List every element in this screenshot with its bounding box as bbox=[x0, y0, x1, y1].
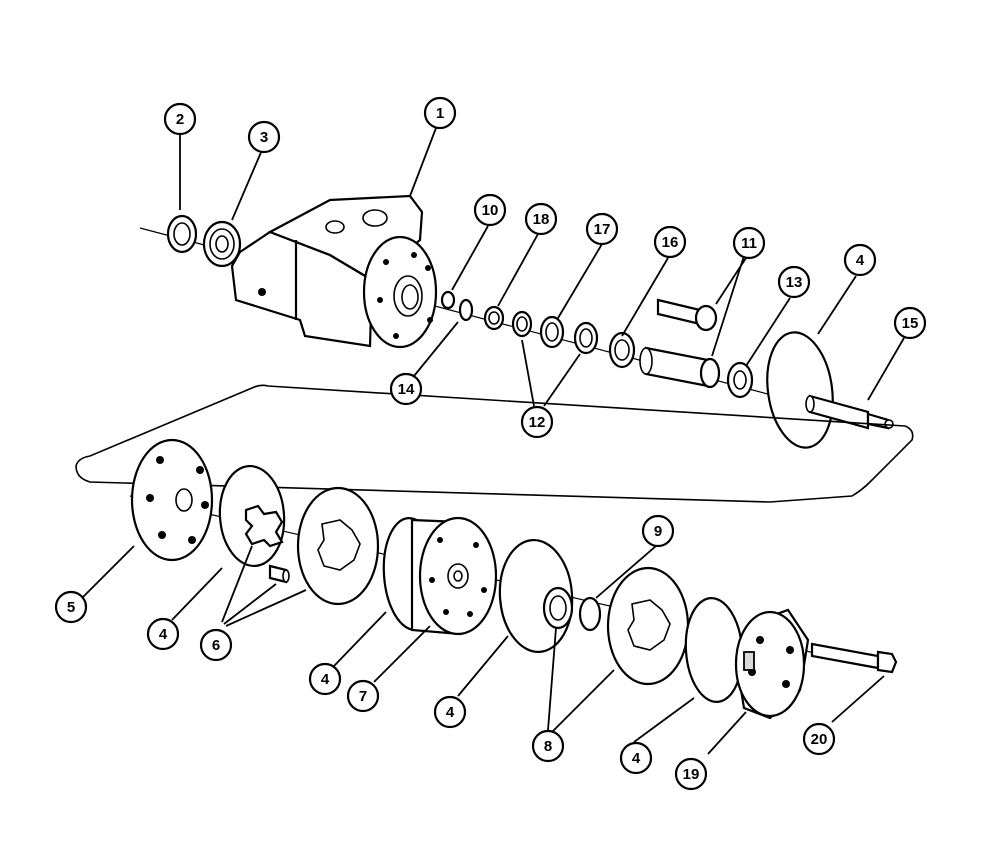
callout-4-center: 4 bbox=[433, 695, 467, 729]
callout-8: 8 bbox=[531, 729, 565, 763]
callout-18-label: 18 bbox=[533, 211, 550, 228]
callout-9-label: 9 bbox=[654, 523, 662, 540]
callout-13: 13 bbox=[777, 265, 811, 299]
callout-17-label: 17 bbox=[594, 221, 611, 238]
callout-16: 16 bbox=[653, 225, 687, 259]
valve-7 bbox=[410, 516, 498, 636]
bearing-3 bbox=[202, 220, 242, 268]
leader-lines bbox=[81, 127, 905, 755]
spacer-8 bbox=[542, 586, 574, 630]
ring-10 bbox=[440, 290, 456, 310]
callout-17: 17 bbox=[585, 212, 619, 246]
callout-20: 20 bbox=[802, 722, 836, 756]
callout-12: 12 bbox=[520, 405, 554, 439]
spacer-11 bbox=[639, 346, 721, 389]
washer-18 bbox=[483, 305, 505, 331]
callout-4-middle-label: 4 bbox=[321, 671, 330, 688]
callout-10-label: 10 bbox=[482, 202, 499, 219]
callout-14: 14 bbox=[389, 372, 423, 406]
pin-6 bbox=[268, 564, 290, 584]
callout-4-upper-label: 4 bbox=[856, 252, 865, 269]
callout-11: 11 bbox=[732, 226, 766, 260]
callout-10: 10 bbox=[473, 193, 507, 227]
wear-plate-5 bbox=[130, 438, 214, 562]
callout-4-middle: 4 bbox=[308, 662, 342, 696]
bearing-16 bbox=[608, 331, 636, 369]
callout-20-label: 20 bbox=[811, 731, 828, 748]
callout-11-label: 11 bbox=[741, 235, 757, 252]
assembly-boundary bbox=[75, 384, 914, 503]
callout-4-right-label: 4 bbox=[632, 750, 641, 767]
rotor-8 bbox=[606, 566, 690, 686]
callout-8-label: 8 bbox=[544, 738, 552, 755]
washer-12-right bbox=[573, 321, 599, 355]
drive-gear-6 bbox=[244, 504, 284, 548]
callout-9: 9 bbox=[641, 514, 675, 548]
thrust-bearing-17 bbox=[539, 315, 565, 349]
o-ring-4-upper bbox=[766, 331, 834, 449]
callout-7-label: 7 bbox=[359, 688, 367, 705]
callout-19-label: 19 bbox=[683, 766, 700, 783]
callout-2: 2 bbox=[163, 102, 197, 136]
callout-4-upper: 4 bbox=[843, 243, 877, 277]
callout-4-right: 4 bbox=[619, 741, 653, 775]
callout-4-left-label: 4 bbox=[159, 626, 168, 643]
pin-11 bbox=[656, 298, 718, 332]
callout-4-center-label: 4 bbox=[446, 704, 455, 721]
callout-3-label: 3 bbox=[260, 129, 268, 146]
bearing-13 bbox=[726, 361, 754, 399]
callout-5-label: 5 bbox=[67, 599, 75, 616]
housing-1 bbox=[230, 194, 438, 349]
callout-15-label: 15 bbox=[902, 315, 919, 332]
callout-16-label: 16 bbox=[662, 234, 679, 251]
callout-19: 19 bbox=[674, 757, 708, 791]
callout-4-left: 4 bbox=[146, 617, 180, 651]
callout-13-label: 13 bbox=[786, 274, 803, 291]
end-cap-19 bbox=[734, 608, 810, 720]
callout-12-label: 12 bbox=[529, 414, 546, 431]
callout-14-label: 14 bbox=[398, 381, 415, 398]
callout-3: 3 bbox=[247, 120, 281, 154]
bolt-20 bbox=[810, 642, 898, 674]
callout-6-label: 6 bbox=[212, 637, 220, 654]
callout-7: 7 bbox=[346, 679, 380, 713]
callout-15: 15 bbox=[893, 306, 927, 340]
rotor-6 bbox=[296, 486, 380, 606]
seal-9 bbox=[578, 596, 602, 632]
callout-6: 6 bbox=[199, 628, 233, 662]
callout-1-label: 1 bbox=[436, 105, 444, 122]
callout-5: 5 bbox=[54, 590, 88, 624]
callout-18: 18 bbox=[524, 202, 558, 236]
washer-12-left bbox=[511, 310, 533, 338]
callout-1: 1 bbox=[423, 96, 457, 130]
retaining-ring-14 bbox=[458, 298, 474, 322]
seal-2 bbox=[166, 214, 198, 254]
callout-2-label: 2 bbox=[176, 111, 184, 128]
